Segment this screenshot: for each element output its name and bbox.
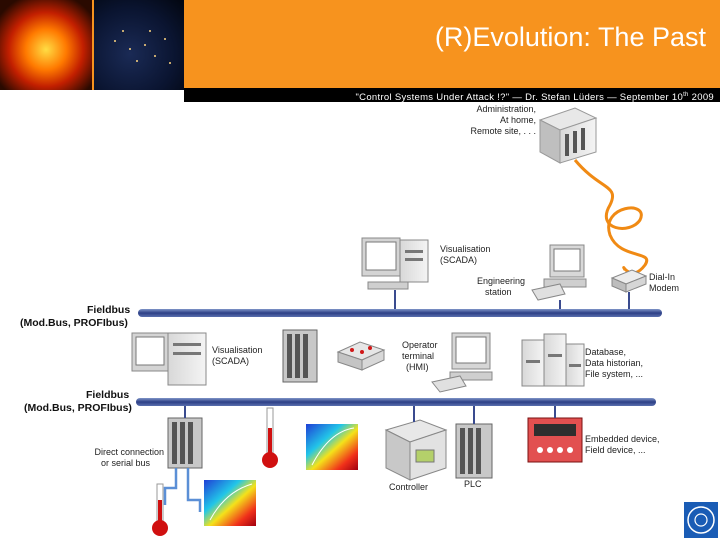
svg-text:Embedded device,Field device,: Embedded device,Field device, ... xyxy=(585,434,660,455)
remote-server-icon xyxy=(538,107,598,164)
fieldbus-1-line xyxy=(138,309,662,317)
operator-label-1: Operator xyxy=(402,340,438,350)
remote-label-1: Administration, xyxy=(476,104,536,114)
subtitle: "Control Systems Under Attack !?" — Dr. … xyxy=(356,88,715,105)
fieldbus-1-label-1: Fieldbus xyxy=(87,304,130,316)
subtitle-bar: "Control Systems Under Attack !?" — Dr. … xyxy=(184,88,720,105)
slide-title: (R)Evolution: The Past xyxy=(434,22,706,52)
scada-top-label-2: (SCADA) xyxy=(440,255,477,265)
subtitle-text: "Control Systems Under Attack !?" — Dr. … xyxy=(355,92,684,104)
fieldbus-2-line xyxy=(136,398,656,406)
svg-text:Visualisation(SCADA): Visualisation(SCADA) xyxy=(212,345,262,366)
scada-mid-label-2: (SCADA) xyxy=(212,356,249,366)
database-label-1: Database, xyxy=(585,347,626,357)
svg-text:Fieldbus(Mod.Bus, PROFIbus): Fieldbus(Mod.Bus, PROFIbus) xyxy=(20,304,130,329)
database-label-3: File system, ... xyxy=(585,369,643,379)
dialin-label-2: Modem xyxy=(649,283,679,293)
fieldbus-2-label-1: Fieldbus xyxy=(86,389,129,401)
engineering-label-1: Engineering xyxy=(477,276,525,286)
earth-at-night-image xyxy=(94,0,184,90)
direct-label-1: Direct connection xyxy=(94,447,164,457)
operator-label-3: (HMI) xyxy=(406,362,429,372)
engineering-station-icon xyxy=(531,244,587,301)
operator-label-2: terminal xyxy=(402,351,434,361)
remote-label-3: Remote site, . . . xyxy=(470,126,536,136)
header-bar: (R)Evolution: The Past xyxy=(0,0,720,90)
scada-mid-workstation-icon xyxy=(131,332,207,386)
subtitle-year: 2009 xyxy=(691,92,714,104)
svg-text:Visualisation(SCADA): Visualisation(SCADA) xyxy=(440,244,490,265)
rack-icon xyxy=(282,329,318,383)
dialin-cable xyxy=(573,159,649,275)
hmi-terminal-icon xyxy=(431,332,493,393)
embedded-label-2: Field device, ... xyxy=(585,445,646,455)
plc-label: PLC xyxy=(464,479,482,489)
embedded-device-icon xyxy=(527,417,583,463)
thermometer-2-icon xyxy=(152,483,168,536)
burning-computer-image xyxy=(0,0,92,90)
svg-text:Administration,At home,Remote: Administration,At home,Remote site, . . … xyxy=(470,104,536,136)
plc-icon xyxy=(455,423,493,479)
svg-text:Fieldbus(Mod.Bus, PROFIbus): Fieldbus(Mod.Bus, PROFIbus) xyxy=(24,389,132,414)
subtitle-superscript: th xyxy=(683,92,689,98)
dialin-label-1: Dial-In xyxy=(649,272,675,282)
heatmap-image-2 xyxy=(204,480,256,526)
database-label-2: Data historian, xyxy=(585,358,643,368)
network-switch-icon xyxy=(336,341,386,371)
cern-logo xyxy=(684,502,718,538)
controller-label: Controller xyxy=(389,482,428,492)
svg-text:Database,Data historian,File s: Database,Data historian,File system, ... xyxy=(585,347,643,379)
embedded-label-1: Embedded device, xyxy=(585,434,660,444)
direct-label-2: or serial bus xyxy=(101,458,151,468)
remote-label-2: At home, xyxy=(500,115,536,125)
database-server-icon xyxy=(521,333,585,387)
fieldbus-2-label-2: (Mod.Bus, PROFIbus) xyxy=(24,402,132,414)
scada-mid-label-1: Visualisation xyxy=(212,345,262,355)
plc-rack-left-icon xyxy=(167,417,203,469)
engineering-label-2: station xyxy=(485,287,512,297)
controller-icon xyxy=(384,419,448,481)
thermometer-1-icon xyxy=(262,407,278,468)
heatmap-image-1 xyxy=(306,424,358,470)
scada-top-label-1: Visualisation xyxy=(440,244,490,254)
dialin-modem-icon xyxy=(610,269,648,293)
fieldbus-1-label-2: (Mod.Bus, PROFIbus) xyxy=(20,317,128,329)
scada-top-workstation-icon xyxy=(361,237,429,290)
